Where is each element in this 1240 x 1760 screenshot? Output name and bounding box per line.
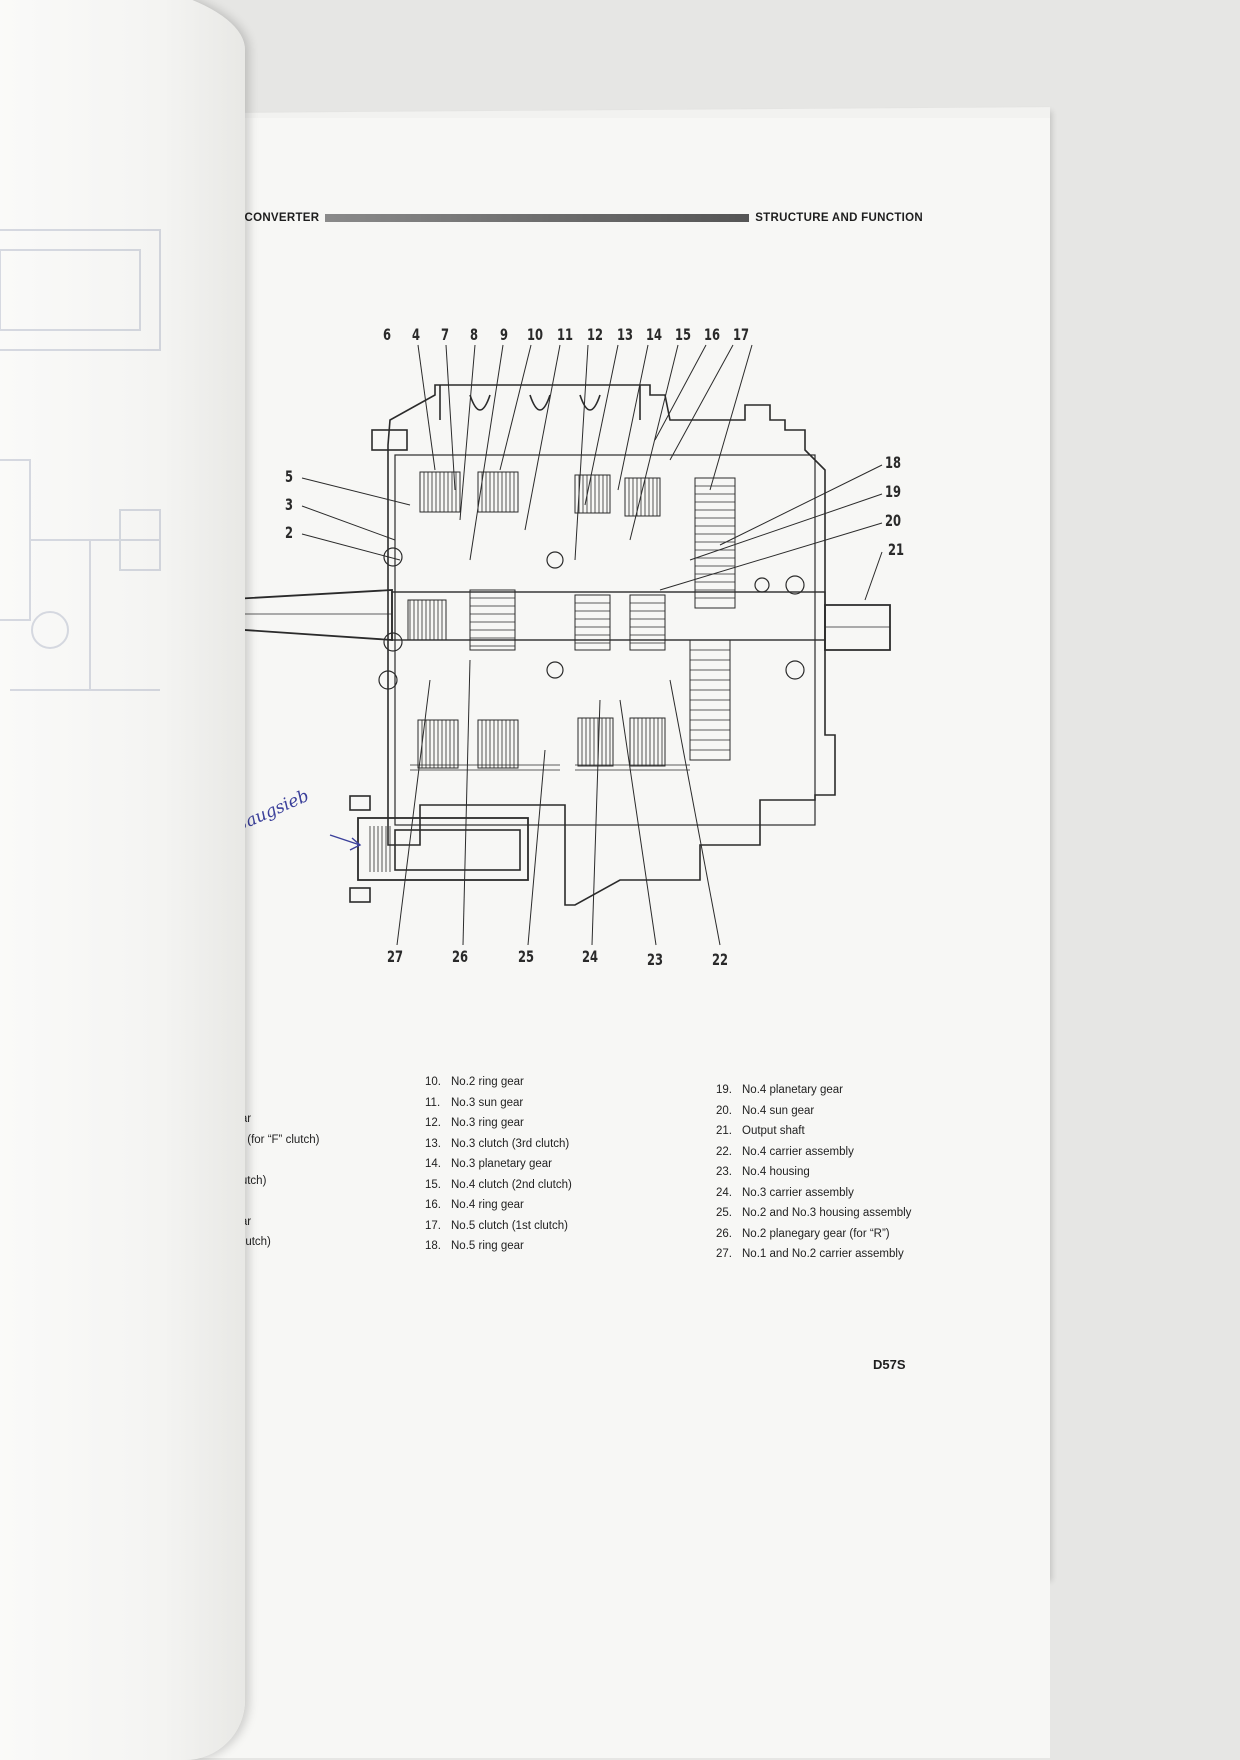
callout-number: 7 bbox=[441, 325, 450, 344]
legend-column-2: 10.No.2 ring gear 11.No.3 sun gear 12.No… bbox=[425, 1072, 572, 1257]
manual-page bbox=[150, 118, 1050, 1758]
transmission-cross-section-drawing bbox=[214, 344, 891, 946]
callout-number: 19 bbox=[885, 482, 902, 501]
curled-left-page bbox=[0, 0, 245, 1760]
callout-number: 20 bbox=[885, 511, 902, 530]
callout-number: 3 bbox=[285, 495, 294, 514]
show-through-drawing bbox=[0, 229, 161, 691]
legend-column-3: 19.No.4 planetary gear 20.No.4 sun gear … bbox=[716, 1080, 911, 1265]
legend-item: 16.No.4 ring gear bbox=[425, 1199, 524, 1211]
callout-number: 15 bbox=[675, 325, 692, 344]
callout-number: 21 bbox=[888, 540, 905, 559]
callout-number: 26 bbox=[452, 947, 469, 966]
callout-number: 11 bbox=[557, 325, 574, 344]
callout-number: 27 bbox=[387, 947, 404, 966]
handwritten-arrow-icon bbox=[329, 834, 362, 851]
callout-number: 14 bbox=[646, 325, 663, 344]
callout-number: 17 bbox=[733, 325, 750, 344]
header-right-title: STRUCTURE AND FUNCTION bbox=[755, 212, 923, 224]
callout-number: 23 bbox=[647, 950, 664, 969]
legend-item: 21.Output shaft bbox=[716, 1125, 805, 1137]
legend-item: 10.No.2 ring gear bbox=[425, 1076, 524, 1088]
legend-item: 24.No.3 carrier assembly bbox=[716, 1186, 854, 1199]
callout-number: 4 bbox=[412, 325, 421, 344]
callout-number: 18 bbox=[885, 453, 902, 472]
callout-number: 10 bbox=[527, 325, 544, 344]
callout-number: 24 bbox=[582, 947, 599, 966]
legend-item: 14.No.3 planetary gear bbox=[425, 1158, 553, 1170]
legend-item: 12.No.3 ring gear bbox=[425, 1117, 524, 1129]
legend-item: 18.No.5 ring gear bbox=[425, 1240, 524, 1252]
legend-item: 13.No.3 clutch (3rd clutch) bbox=[425, 1137, 570, 1150]
callout-number: 6 bbox=[383, 325, 392, 344]
callout-number: 22 bbox=[712, 950, 729, 969]
legend-item: 26.No.2 planegary gear (for “R”) bbox=[716, 1227, 890, 1240]
callout-number: 8 bbox=[470, 325, 479, 344]
callout-number: 5 bbox=[285, 467, 294, 486]
callout-number: 25 bbox=[518, 947, 535, 966]
legend-item: 22.No.4 carrier assembly bbox=[716, 1145, 854, 1158]
header-rule bbox=[325, 214, 750, 222]
legend-item: 15.No.4 clutch (2nd clutch) bbox=[425, 1178, 572, 1191]
callout-number: 2 bbox=[285, 523, 294, 542]
page-header: E CONVERTER STRUCTURE AND FUNCTION bbox=[233, 212, 923, 224]
legend-item: 20.No.4 sun gear bbox=[716, 1104, 815, 1117]
callout-number: 9 bbox=[500, 325, 509, 344]
legend-item: 25.No.2 and No.3 housing assembly bbox=[716, 1207, 912, 1219]
callout-number: 13 bbox=[617, 325, 634, 344]
legend-item: 27.No.1 and No.2 carrier assembly bbox=[716, 1248, 904, 1260]
header-left-title: E CONVERTER bbox=[233, 212, 320, 224]
page-code: D57S bbox=[873, 1357, 906, 1372]
legend-item: 23.No.4 housing bbox=[716, 1166, 810, 1178]
legend-item: 17.No.5 clutch (1st clutch) bbox=[425, 1219, 568, 1232]
legend-item: 11.No.3 sun gear bbox=[425, 1096, 524, 1109]
callout-number: 12 bbox=[587, 325, 604, 344]
legend-item: 19.No.4 planetary gear bbox=[716, 1084, 844, 1096]
callout-number: 16 bbox=[704, 325, 721, 344]
